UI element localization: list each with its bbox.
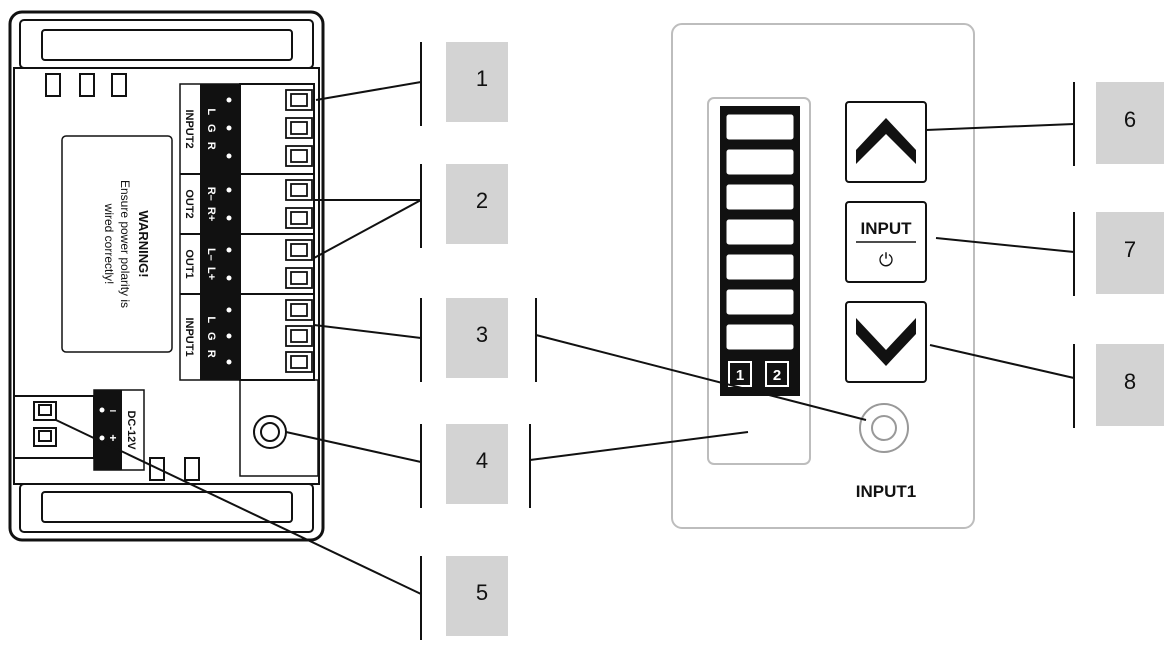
chevron-up-icon <box>856 118 916 164</box>
channel-1-label: 1 <box>736 367 744 384</box>
group-pins-out2: R– R+ <box>205 187 217 222</box>
warning-line2: wired correctly! <box>102 203 116 285</box>
leader-lines <box>55 42 1075 640</box>
terminal-strip <box>93 83 241 471</box>
group-pins-input2: L G R <box>205 108 217 149</box>
callout-5: 5 <box>446 556 508 636</box>
channel-indicators: 1 2 <box>728 361 789 387</box>
callout-8: 8 <box>1096 344 1164 426</box>
group-pins-input1: L G R <box>205 316 217 357</box>
chevron-down-icon <box>856 318 916 366</box>
level-segment <box>726 289 794 315</box>
input-power-button[interactable]: INPUT ⏻ <box>845 201 927 283</box>
callout-4-number: 4 <box>476 448 488 473</box>
channel-2-label: 2 <box>773 367 781 384</box>
front-panel <box>671 23 975 529</box>
callout-6-number: 6 <box>1124 107 1136 132</box>
warning-title: WARNING! <box>136 210 151 277</box>
callout-8-number: 8 <box>1124 369 1136 394</box>
input-button-label: INPUT <box>861 219 913 238</box>
callout-2: 2 <box>446 164 508 244</box>
callout-7-number: 7 <box>1124 237 1136 262</box>
group-name-input2: INPUT2 <box>183 109 195 148</box>
callout-7: 7 <box>1096 212 1164 294</box>
level-segments <box>726 114 794 350</box>
power-icon: ⏻ <box>879 250 893 270</box>
screw-terminals <box>239 83 315 381</box>
pin-dots <box>99 97 232 441</box>
level-segment <box>726 149 794 175</box>
group-name-out2: OUT2 <box>183 189 195 218</box>
warning-text: WARNING! Ensure power polarity is wired … <box>102 180 151 308</box>
callout-3: 3 <box>446 298 508 378</box>
jack-label: INPUT1 <box>856 482 916 501</box>
callout-3-number: 3 <box>476 322 488 347</box>
group-name-input1: INPUT1 <box>183 317 195 356</box>
input1-jack <box>859 403 909 453</box>
dc-pin-plus: + <box>109 431 116 445</box>
callout-1-number: 1 <box>476 66 488 91</box>
level-segment <box>726 184 794 210</box>
callout-2-number: 2 <box>476 188 488 213</box>
callout-4: 4 <box>446 424 508 504</box>
warning-line1: Ensure power polarity is <box>118 180 132 308</box>
volume-down-button[interactable] <box>845 301 927 383</box>
dc-pin-minus: – <box>110 403 117 417</box>
group-name-out1: OUT1 <box>183 249 195 278</box>
level-segment <box>726 324 794 350</box>
level-segment <box>726 219 794 245</box>
level-segment <box>726 254 794 280</box>
rear-module <box>8 10 325 542</box>
callout-5-number: 5 <box>476 580 488 605</box>
callout-1: 1 <box>446 42 508 122</box>
dc-label: DC-12V <box>125 410 137 450</box>
group-pins-out1: L– L+ <box>205 248 217 280</box>
callout-6: 6 <box>1096 82 1164 164</box>
volume-up-button[interactable] <box>845 101 927 183</box>
level-segment <box>726 114 794 140</box>
